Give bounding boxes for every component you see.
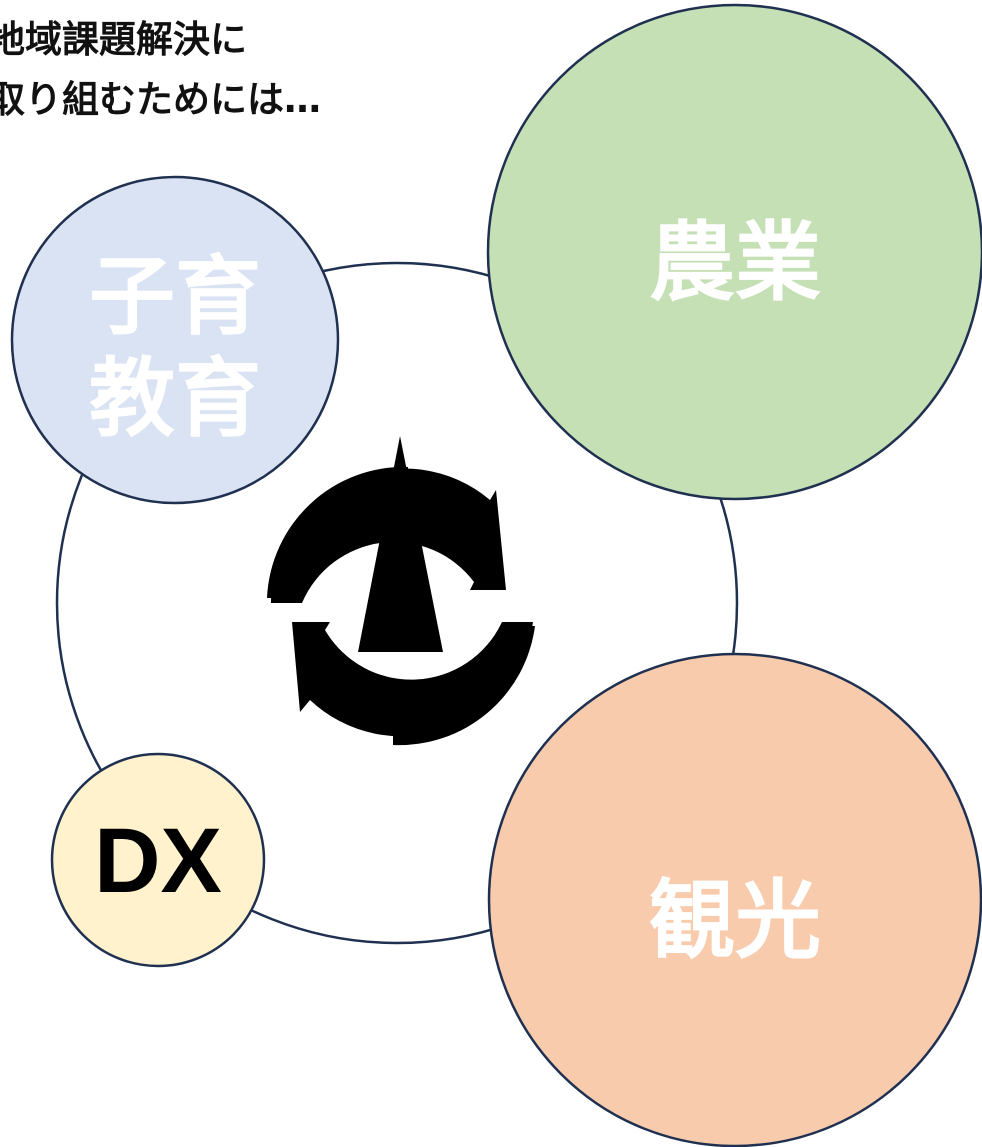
bubble-kanko-label: 観光 — [649, 871, 821, 971]
bubble-kosodate-line1: 子育 — [89, 247, 261, 347]
bubble-dx-label: DX — [94, 810, 222, 912]
heading-line-2: 取り組むためには… — [0, 78, 321, 121]
connecting-ring — [55, 261, 739, 945]
bubble-nogyo: 農業 — [486, 3, 982, 501]
bubble-kosodate: 子育 教育 — [10, 175, 340, 505]
bubble-kosodate-line2: 教育 — [89, 349, 261, 449]
bubble-dx: DX — [50, 752, 266, 968]
bubble-nogyo-label: 農業 — [649, 213, 821, 313]
bubble-kanko: 観光 — [487, 652, 982, 1147]
heading-line-1: 地域課題解決に — [0, 18, 247, 61]
municipal-emblem-icon — [267, 436, 535, 746]
